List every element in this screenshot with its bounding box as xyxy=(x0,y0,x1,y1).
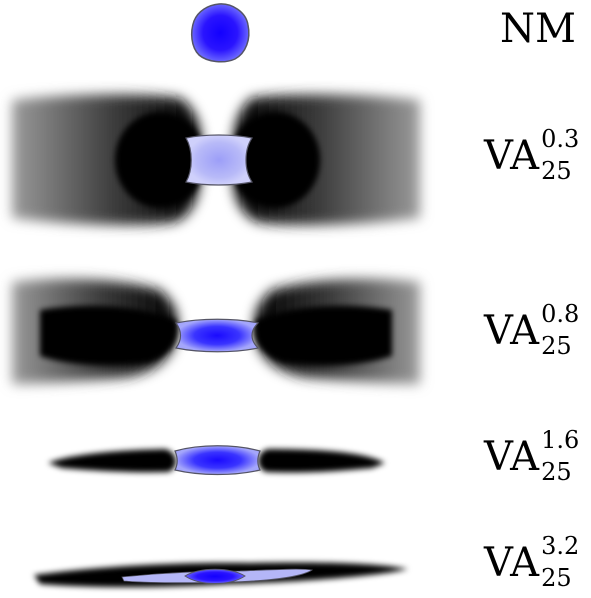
label-va03-sup: 0.3 xyxy=(541,125,580,153)
label-va08-base: VA xyxy=(484,308,540,354)
row-nm-shape xyxy=(190,3,250,63)
label-va16-sub: 25 xyxy=(541,458,572,486)
label-va32-sub: 25 xyxy=(541,564,572,592)
va08-core-blob xyxy=(174,318,260,353)
row-va08-shape xyxy=(12,278,420,384)
va16-left-dark xyxy=(48,449,176,473)
nm-core-blob xyxy=(190,3,250,63)
row-va03-shape xyxy=(12,94,420,225)
label-va32-sup: 3.2 xyxy=(541,532,580,560)
label-va08: VA 0.8 25 xyxy=(484,302,583,358)
va03-core-blob xyxy=(185,134,253,186)
label-va03-sub: 25 xyxy=(541,157,572,185)
row-va16-shape xyxy=(48,445,385,476)
label-va16-sup: 1.6 xyxy=(541,426,580,454)
label-va08-sub: 25 xyxy=(541,332,572,360)
label-va03: VA 0.3 25 xyxy=(484,127,583,183)
label-nm-text: NM xyxy=(500,6,576,52)
label-nm: NM xyxy=(500,6,576,52)
label-va16-base: VA xyxy=(484,434,540,480)
label-va32: VA 3.2 25 xyxy=(484,534,583,590)
label-va03-base: VA xyxy=(484,133,540,179)
row-va32-shape xyxy=(34,562,408,587)
va32-core-blob xyxy=(184,568,246,584)
va16-right-dark xyxy=(258,449,385,473)
label-va32-base: VA xyxy=(484,540,540,586)
label-va08-sup: 0.8 xyxy=(541,300,580,328)
va16-core-blob xyxy=(174,445,261,476)
label-va16: VA 1.6 25 xyxy=(484,428,583,484)
